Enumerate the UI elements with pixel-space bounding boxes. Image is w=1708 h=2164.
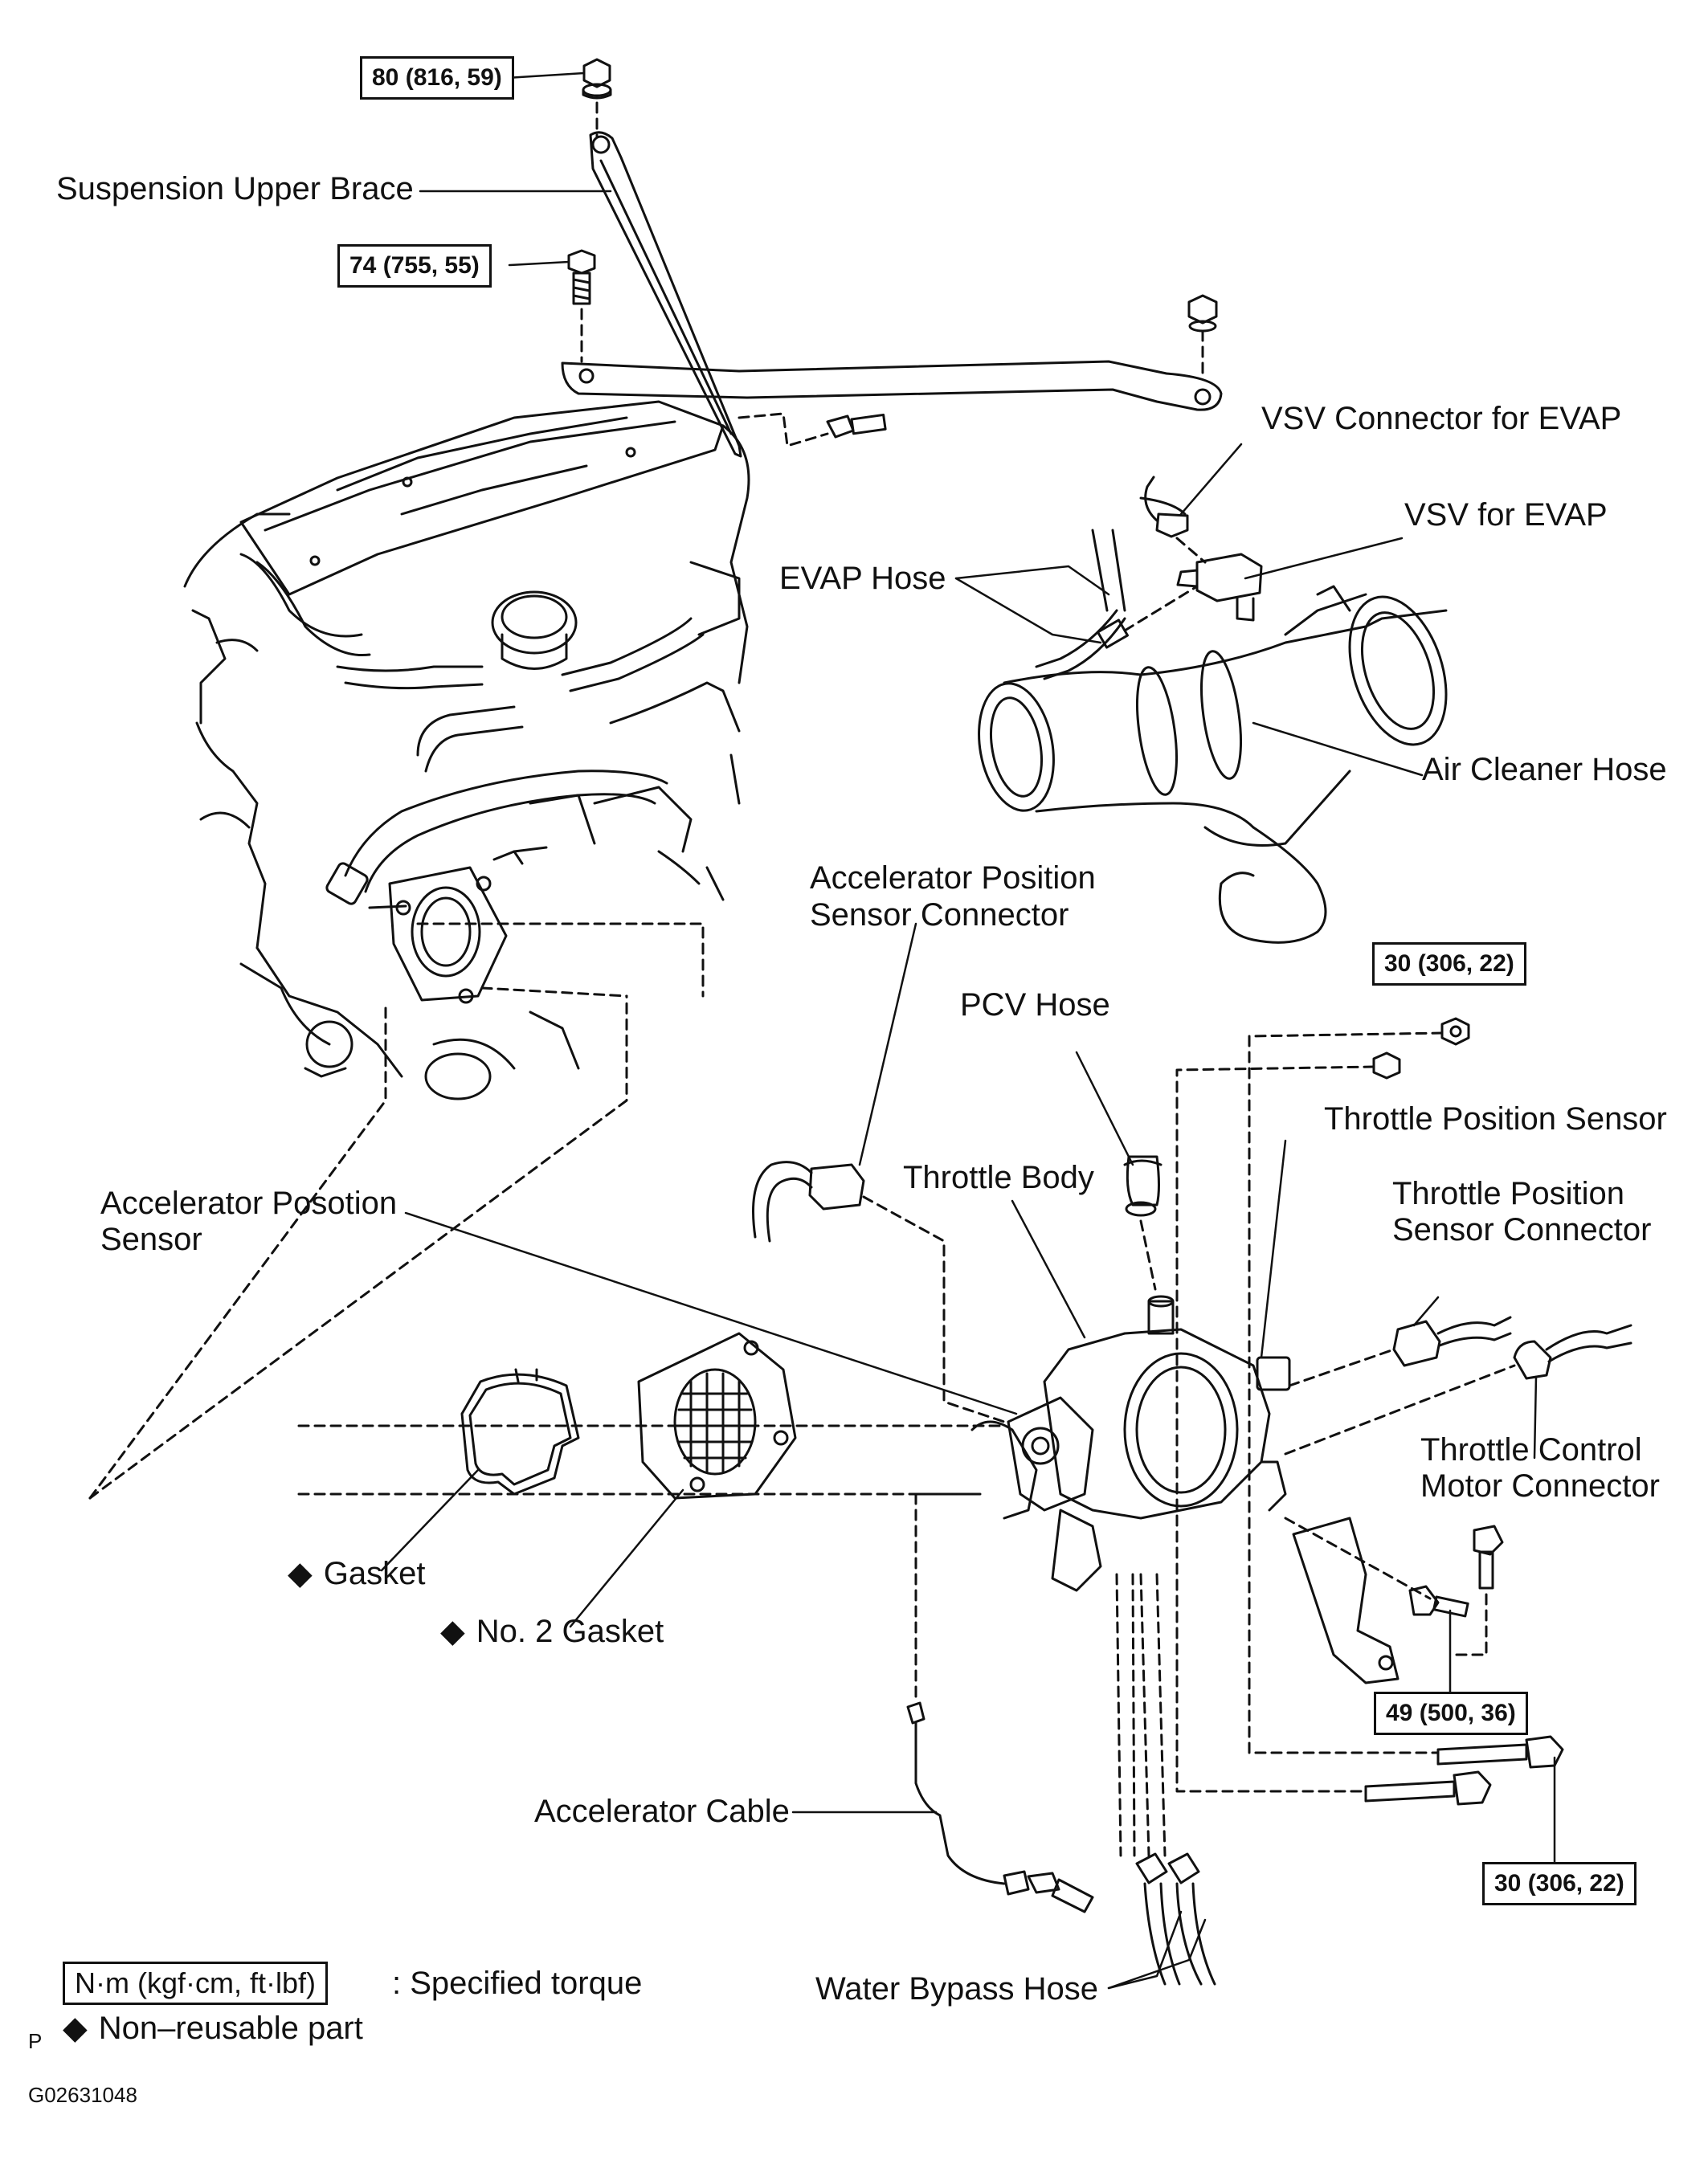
upper-brace-cross-bar (561, 360, 1223, 411)
legend-torque-text: : Specified torque (392, 1966, 643, 2001)
label-water-bypass-hose: Water Bypass Hose (815, 1971, 1098, 2007)
label-accelerator-position-sensor-connector-line1: Accelerator Position (810, 860, 1096, 896)
non-reusable-diamond-icon: ◆ (288, 1556, 313, 1591)
upper-brace-long-arm (589, 131, 742, 458)
label-throttle-control-motor-connector-line1: Throttle Control (1420, 1432, 1642, 1468)
legend-non-reusable-text: Non–reusable part (98, 2011, 363, 2046)
engine-sketch (183, 400, 750, 1100)
brace-nut-right (1187, 294, 1218, 333)
label-no2-gasket: ◆ No. 2 Gasket (440, 1613, 664, 1650)
label-throttle-position-sensor-connector-line1: Throttle Position (1392, 1176, 1625, 1211)
label-suspension-upper-brace: Suspension Upper Brace (56, 171, 414, 206)
label-throttle-position-sensor-connector-line2: Sensor Connector (1392, 1212, 1652, 1247)
label-accelerator-position-sensor-connector-line2: Sensor Connector (810, 897, 1069, 933)
leader-lines (380, 71, 1556, 1990)
torque-box-throttle-bolt: 30 (306, 22) (1482, 1862, 1636, 1905)
label-throttle-position-sensor: Throttle Position Sensor (1324, 1101, 1667, 1137)
torque-box-brace-bolt: 74 (755, 55) (337, 244, 492, 288)
legend-non-reusable: ◆ Non–reusable part (63, 2010, 363, 2047)
air-cleaner-hose (978, 585, 1448, 944)
figure-code: G02631048 (28, 2083, 137, 2107)
brace-bolt-bottom (826, 413, 887, 439)
label-evap-hose: EVAP Hose (779, 561, 946, 596)
no2-gasket-label-text: No. 2 Gasket (476, 1614, 664, 1649)
label-throttle-control-motor-connector-line2: Motor Connector (1420, 1468, 1660, 1504)
brace-bolt-left (567, 249, 596, 305)
label-accelerator-position-sensor-line2: Sensor (100, 1222, 202, 1257)
label-vsv-connector-for-evap: VSV Connector for EVAP (1261, 401, 1622, 436)
gaskets (88, 922, 1006, 1500)
suspension-upper-brace-assembly (561, 58, 1223, 458)
throttle-bolts (1364, 1735, 1564, 1806)
label-throttle-body: Throttle Body (903, 1160, 1094, 1195)
torque-box-throttle-nut: 30 (306, 22) (1372, 942, 1526, 986)
non-reusable-diamond-icon: ◆ (63, 2011, 88, 2046)
gasket-shape (460, 1368, 580, 1496)
label-accelerator-cable: Accelerator Cable (534, 1794, 790, 1829)
legend-torque-unit-box: N·m (kgf·cm, ft·lbf) (63, 1962, 328, 2005)
label-gasket: ◆ Gasket (288, 1555, 425, 1592)
label-air-cleaner-hose: Air Cleaner Hose (1422, 752, 1667, 787)
non-reusable-diamond-icon: ◆ (440, 1614, 465, 1649)
gasket-label-text: Gasket (323, 1556, 426, 1591)
label-accelerator-position-sensor-line1: Accelerator Posotion (100, 1186, 398, 1221)
legend-page-letter: P (28, 2029, 43, 2053)
torque-box-brace-nut: 80 (816, 59) (360, 56, 514, 100)
label-pcv-hose: PCV Hose (960, 987, 1110, 1023)
no2-gasket-shape (637, 1332, 797, 1500)
label-vsv-for-evap: VSV for EVAP (1404, 497, 1608, 533)
torque-box-bracket-bolt: 49 (500, 36) (1374, 1692, 1528, 1735)
evap-vsv-group (978, 476, 1448, 944)
brace-nut-top (582, 58, 612, 100)
